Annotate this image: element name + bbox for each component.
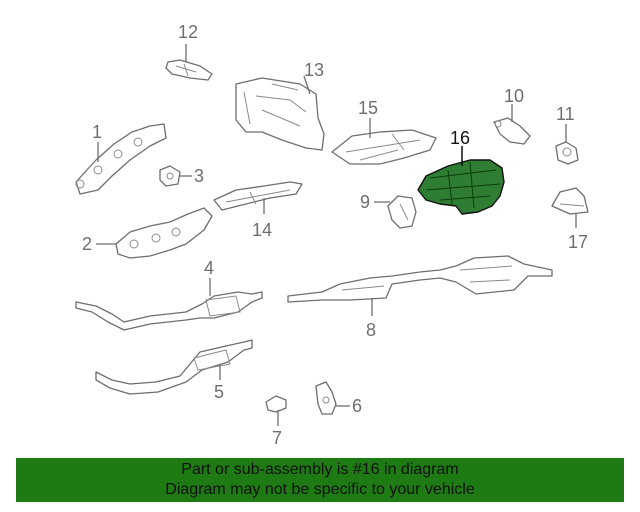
info-banner: Part or sub-assembly is #16 in diagram D… <box>16 458 624 502</box>
callout-3[interactable]: 3 <box>194 166 204 186</box>
callout-1[interactable]: 1 <box>92 122 102 142</box>
part-2-exhaust-manifold[interactable] <box>115 207 213 259</box>
callout-17[interactable]: 17 <box>568 232 588 252</box>
callout-8[interactable]: 8 <box>366 320 376 340</box>
part-4-front-pipe-converter[interactable] <box>75 291 263 331</box>
callout-10[interactable]: 10 <box>504 86 524 106</box>
callout-11[interactable]: 11 <box>556 104 575 124</box>
banner-line-2: Diagram may not be specific to your vehi… <box>165 481 475 498</box>
callout-2[interactable]: 2 <box>82 234 92 254</box>
part-14-heat-shield[interactable] <box>213 181 303 211</box>
part-9-gasket[interactable] <box>387 195 417 229</box>
callout-9[interactable]: 9 <box>360 192 370 212</box>
part-11-rubber-mount[interactable] <box>555 141 579 165</box>
banner-line-1: Part or sub-assembly is #16 in diagram <box>181 461 459 478</box>
callout-7[interactable]: 7 <box>272 428 282 448</box>
part-17-exhaust-tip[interactable] <box>551 187 589 215</box>
callout-16[interactable]: 16 <box>450 128 470 148</box>
part-15-heat-shield[interactable] <box>331 129 437 165</box>
leader-13 <box>303 75 311 95</box>
callout-6[interactable]: 6 <box>352 396 362 416</box>
part-6-bracket[interactable] <box>315 381 337 415</box>
part-10-hanger[interactable] <box>493 117 531 145</box>
callout-14[interactable]: 14 <box>252 220 272 240</box>
part-1-exhaust-manifold[interactable] <box>75 123 167 195</box>
part-12-bracket[interactable] <box>165 59 213 81</box>
part-13-heat-shield[interactable] <box>235 77 325 151</box>
callout-4[interactable]: 4 <box>204 258 214 278</box>
exhaust-parts-diagram: 12 13 15 16 10 11 17 9 <box>75 22 589 448</box>
part-8-intermediate-pipe-muffler[interactable] <box>287 255 553 303</box>
part-16-muffler-highlighted[interactable] <box>417 159 505 215</box>
callout-12[interactable]: 12 <box>178 22 198 42</box>
callout-5[interactable]: 5 <box>214 382 224 402</box>
callout-15[interactable]: 15 <box>358 98 378 118</box>
part-3-gasket[interactable] <box>159 165 181 187</box>
callout-13[interactable]: 13 <box>304 60 324 80</box>
part-5-front-pipe-converter[interactable] <box>95 339 253 395</box>
part-7-clip[interactable] <box>265 395 287 413</box>
